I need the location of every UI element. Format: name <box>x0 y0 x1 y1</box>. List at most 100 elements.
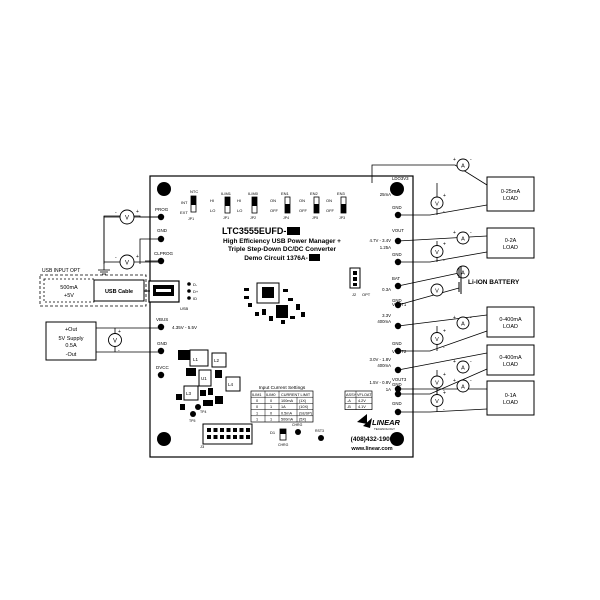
usb-connector-slot <box>156 289 171 292</box>
jumper-3-name: EN2 <box>310 191 319 196</box>
prog-voltmeter-minus: - <box>115 210 117 216</box>
tp5-ref: TP5 <box>189 419 195 423</box>
load-wire-top-0 <box>371 164 488 186</box>
j3-pin <box>207 435 211 439</box>
ammeter-4 <box>456 379 470 393</box>
jumper-0-cap <box>225 197 230 206</box>
jumper-group: ILIM1HILOJP1ILIM0HILOJP2EN1ONOFFJP4EN2ON… <box>210 191 347 220</box>
j3-pin <box>207 428 211 432</box>
load-box-1 <box>486 227 535 259</box>
j3-pin <box>226 428 231 432</box>
clprog-voltmeter-minus: - <box>115 255 117 261</box>
settings-cell: 0 <box>270 399 272 403</box>
right-term-v1-6: 3.3V <box>382 313 391 318</box>
tp4-ref: TP4 <box>200 410 206 414</box>
supply-plus-label: +Out <box>65 327 78 333</box>
ammeter-symbol-0: A <box>461 163 465 169</box>
voltmeter-symbol-0: V <box>435 201 439 207</box>
battery-ammeter <box>456 265 470 279</box>
d1-ref: D1 <box>270 430 276 435</box>
rst3-label: RST3 <box>315 429 324 433</box>
voltmeter-symbol-3: V <box>435 380 439 386</box>
ammeter-minus-0: - <box>470 157 472 163</box>
load-box-3 <box>486 344 535 376</box>
chrg-terminal-label: CHRG <box>292 423 303 427</box>
voltmeter-0 <box>430 196 444 210</box>
gnd2-label: GND <box>157 341 168 346</box>
dvcc-terminal[interactable] <box>157 371 165 379</box>
gnd1-label: GND <box>157 228 168 233</box>
j3-pin <box>246 428 250 432</box>
right-term-v2-8: 400mA <box>377 363 391 368</box>
settings-cell: 1 <box>270 418 272 422</box>
settings-header-limit: CURRENT LIMIT <box>281 393 311 397</box>
dvcc-label: DVCC <box>156 365 170 370</box>
vbus-terminal[interactable] <box>157 323 165 331</box>
usb-source-line1: 500mA <box>60 285 78 291</box>
load-line2-1: LOAD <box>503 245 518 251</box>
jumper-2-low: OFF <box>270 208 279 213</box>
logo-sub: TECHNOLOGY <box>374 427 395 431</box>
supply-line1: 5V Supply <box>58 336 83 342</box>
gnd2-terminal[interactable] <box>157 347 165 355</box>
right-term-v2-2: 1.25A <box>380 245 391 250</box>
board-part-number: LTC3555EUFD- <box>222 226 286 236</box>
ammeter-plus-1: + <box>453 230 456 236</box>
right-terminal-0[interactable] <box>394 183 402 191</box>
load-wire-bot-0 <box>398 204 488 216</box>
chrg-terminal[interactable] <box>295 429 301 435</box>
prog-voltmeter-symbol: V <box>125 216 129 222</box>
supply-minus-label: -Out <box>66 352 77 358</box>
usb-dminus-label: D- <box>193 282 198 287</box>
battery-voltmeter <box>430 283 444 297</box>
part-suffix-box <box>287 227 300 235</box>
jumper-1-name: ILIM0 <box>248 191 259 196</box>
usb-source-line2: +5V <box>64 293 74 299</box>
settings-cell: (5X) <box>299 418 307 422</box>
ammeter-2 <box>456 316 470 330</box>
voltmeter-symbol-1: V <box>435 250 439 256</box>
right-term-v1-8: 3.0V - 1.8V <box>370 357 392 362</box>
battery-wire-plus <box>397 272 460 287</box>
voltmeter-minus-1: - <box>443 258 445 264</box>
settings-cell: 1 <box>256 411 258 415</box>
j3-pin <box>220 428 224 432</box>
vbus-label: VBUS <box>156 317 168 322</box>
jumper-2-ref: JP4 <box>283 216 289 220</box>
ammeter-3 <box>456 360 470 374</box>
jumper-1-ref: JP2 <box>250 216 256 220</box>
rst3-terminal[interactable] <box>318 435 324 441</box>
j3-header[interactable] <box>202 423 253 445</box>
l2-ref: L2 <box>214 358 220 363</box>
settings-cell: 0 <box>256 405 258 409</box>
l1-ref: L1 <box>193 357 199 362</box>
settings-cell: 1 <box>270 405 272 409</box>
voltmeter-plus-3: + <box>443 372 446 378</box>
ic-region <box>244 282 305 324</box>
settings-cell: (1X) <box>299 399 307 403</box>
settings-cell: (SUSP) <box>299 411 313 415</box>
j3-ref: J3 <box>200 444 205 449</box>
assy-header: VFLOAT <box>357 393 372 397</box>
battery-wire-minus <box>397 287 460 306</box>
usb-input-opt-label: USB INPUT OPT <box>42 268 80 274</box>
voltmeter-1 <box>430 245 444 258</box>
jumper-1-low: LO <box>237 208 242 213</box>
jumper-0-name: ILIM1 <box>221 191 232 196</box>
prog-voltmeter-plus: + <box>136 209 139 215</box>
load-box-0 <box>486 176 535 212</box>
settings-cell: 100mA <box>281 399 293 403</box>
right-term-label-0: LDO3V3 <box>392 176 409 181</box>
settings-cell: 1 <box>256 418 258 422</box>
load-wire-bot-2 <box>398 330 488 352</box>
settings-cell: 0 <box>270 411 272 415</box>
ammeter-0 <box>456 158 470 172</box>
ntc-int-label: INT <box>181 200 188 205</box>
jumper-1-cap <box>252 197 257 206</box>
jumper-2-name: EN1 <box>281 191 290 196</box>
mounting-hole-bl <box>157 432 171 446</box>
load-line1-1: 0-2A <box>505 238 517 244</box>
prog-label: PROG <box>155 207 169 212</box>
